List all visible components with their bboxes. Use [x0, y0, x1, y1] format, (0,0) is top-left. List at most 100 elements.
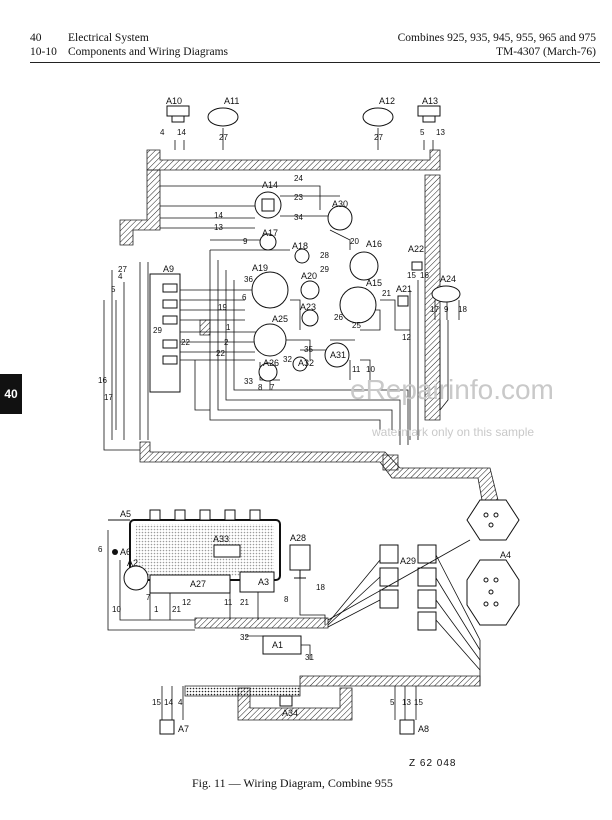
component-a9[interactable]: A9: [149, 264, 181, 393]
wire-label: 21: [240, 598, 249, 607]
wire-label: 22: [181, 338, 190, 347]
wire-label: 15: [414, 698, 423, 707]
component-a18[interactable]: A18: [292, 241, 310, 264]
wire-label: 1: [154, 605, 159, 614]
svg-text:A18: A18: [292, 241, 308, 251]
wire-label: 8: [258, 383, 263, 392]
page-reference: 10-10: [30, 46, 57, 58]
svg-text:A23: A23: [300, 302, 316, 312]
svg-text:A9: A9: [163, 264, 174, 274]
component-a5[interactable]: A5: [108, 509, 131, 521]
wire-label: 22: [216, 349, 225, 358]
component-a3[interactable]: A3: [239, 571, 275, 593]
wire-label: 1: [226, 323, 231, 332]
svg-text:A21: A21: [396, 284, 412, 294]
wire-label: 14: [214, 211, 223, 220]
wire-label: 4: [160, 128, 165, 137]
models-heading: Combines 925, 935, 945, 955, 965 and 975: [397, 32, 596, 44]
wire-label: 13: [436, 128, 445, 137]
component-a6[interactable]: A6: [112, 547, 131, 557]
wire-label: 33: [244, 377, 253, 386]
wire-label: 6: [242, 293, 247, 302]
component-a28[interactable]: A28: [289, 533, 311, 579]
svg-text:A17: A17: [262, 228, 278, 238]
component-a14[interactable]: A14: [254, 180, 282, 219]
svg-text:A8: A8: [418, 724, 429, 734]
wire-label: 17: [104, 393, 113, 402]
component-a19[interactable]: A19: [251, 263, 289, 309]
component-a31[interactable]: A31: [324, 342, 350, 368]
component-a30[interactable]: A30: [327, 199, 353, 231]
wire-label: 14: [177, 128, 186, 137]
component-a32[interactable]: A32: [292, 356, 314, 372]
svg-text:A31: A31: [330, 350, 346, 360]
wire-label: 9: [243, 237, 248, 246]
wire-label: 12: [182, 598, 191, 607]
component-a13[interactable]: A13: [417, 96, 441, 123]
wire-label: 12: [402, 333, 411, 342]
section-number: 40: [30, 32, 42, 44]
component-a33[interactable]: A33: [213, 534, 241, 558]
wire-label: 27: [219, 133, 228, 142]
component-a11[interactable]: A11: [207, 96, 239, 127]
wire-label: 17: [430, 305, 439, 314]
component-a2[interactable]: A2: [123, 558, 149, 591]
wire-label: 27: [374, 133, 383, 142]
svg-text:A34: A34: [282, 708, 298, 718]
component-a17[interactable]: A17: [259, 228, 278, 251]
component-a25[interactable]: A25: [253, 314, 288, 357]
wire-label: 15: [152, 698, 161, 707]
svg-text:A4: A4: [500, 550, 511, 560]
component-a15[interactable]: A15: [339, 278, 382, 324]
component-a16[interactable]: A16: [349, 239, 382, 281]
svg-text:A20: A20: [301, 271, 317, 281]
wire-label: 32: [283, 355, 292, 364]
component-a24[interactable]: A24: [431, 274, 461, 303]
component-a29[interactable]: A29: [379, 544, 437, 631]
wire-label: 18: [316, 583, 325, 592]
component-a1[interactable]: A1: [262, 635, 302, 655]
wire-label: 26: [334, 313, 343, 322]
svg-text:A16: A16: [366, 239, 382, 249]
svg-text:A33: A33: [213, 534, 229, 544]
wire-label: 20: [350, 237, 359, 246]
component-a22[interactable]: A22: [408, 244, 424, 271]
component-a34[interactable]: A34: [279, 695, 298, 718]
svg-text:A27: A27: [190, 579, 206, 589]
wire-label: 16: [98, 376, 107, 385]
component-a8[interactable]: A8: [399, 719, 429, 735]
svg-text:A19: A19: [252, 263, 268, 273]
svg-text:A13: A13: [422, 96, 438, 106]
component-a10[interactable]: A10: [166, 96, 190, 123]
wire-label: 21: [172, 605, 181, 614]
svg-text:A15: A15: [366, 278, 382, 288]
wire-label: 5: [420, 128, 425, 137]
component-a26[interactable]: A26: [258, 358, 279, 382]
wire-label: 25: [352, 321, 361, 330]
wire-label: 9: [444, 305, 449, 314]
wire-label: 13: [402, 698, 411, 707]
wire-label: 10: [112, 605, 121, 614]
svg-text:A14: A14: [262, 180, 278, 190]
wire-label: 7: [146, 593, 151, 602]
component-a21[interactable]: A21: [396, 284, 412, 307]
wire-label: 13: [214, 223, 223, 232]
wire-label: 10: [366, 365, 375, 374]
engine-block[interactable]: [129, 509, 281, 581]
component-a27[interactable]: A27: [149, 574, 231, 594]
wire-label: 27: [118, 265, 127, 274]
svg-text:A22: A22: [408, 244, 424, 254]
section-side-tab[interactable]: 40: [0, 374, 22, 414]
component-a4[interactable]: A4: [466, 499, 520, 626]
svg-text:A28: A28: [290, 533, 306, 543]
svg-text:A2: A2: [127, 558, 138, 568]
svg-text:A24: A24: [440, 274, 456, 284]
component-a12[interactable]: A12: [362, 96, 395, 127]
svg-text:A32: A32: [298, 358, 314, 368]
component-a23[interactable]: A23: [300, 302, 319, 327]
component-a20[interactable]: A20: [300, 271, 320, 300]
component-a7[interactable]: A7: [159, 719, 189, 735]
svg-text:A30: A30: [332, 199, 348, 209]
wire-label: 11: [352, 365, 361, 374]
